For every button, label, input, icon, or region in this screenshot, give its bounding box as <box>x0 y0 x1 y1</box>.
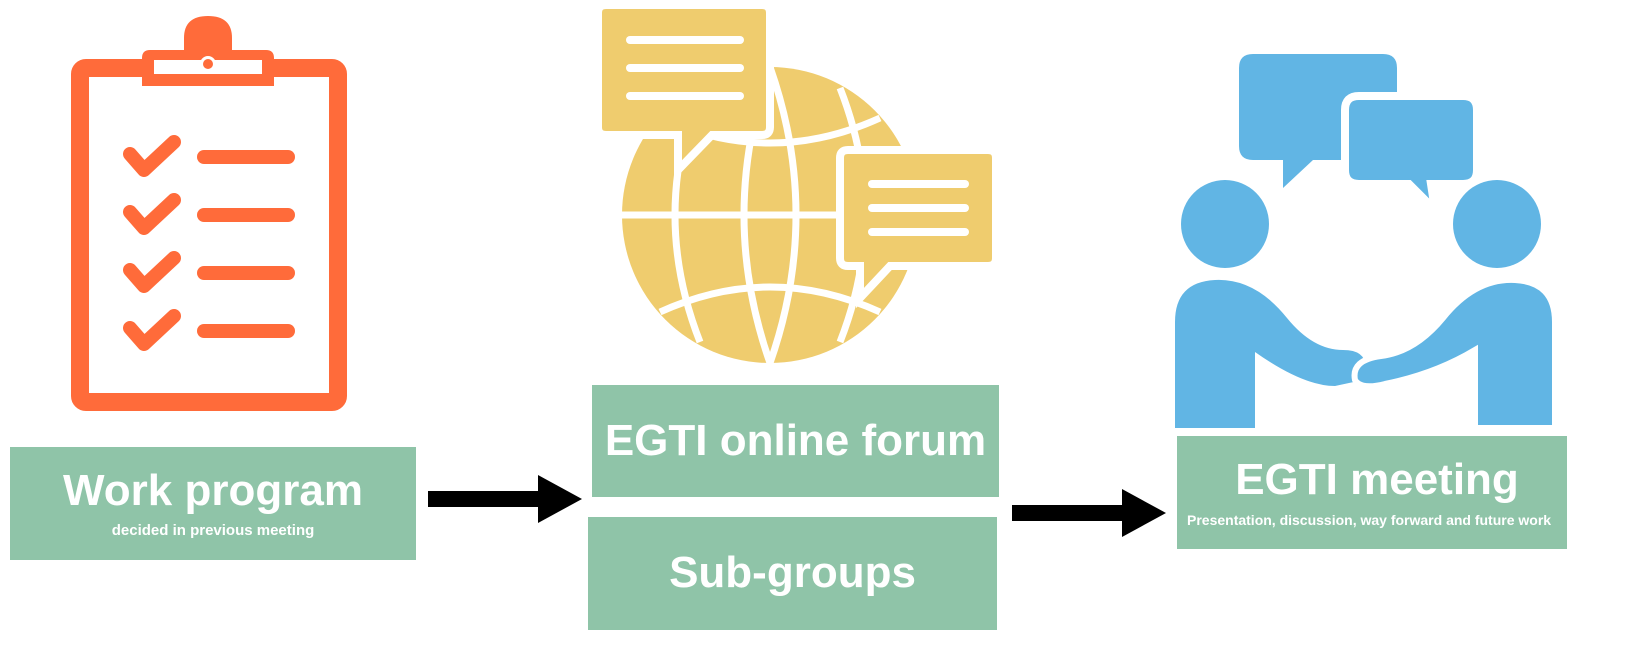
globe-chat-icon <box>594 1 1000 365</box>
online-forum-box: EGTI online forum <box>592 385 999 497</box>
work-program-subtitle: decided in previous meeting <box>111 522 315 540</box>
meeting-subtitle: Presentation, discussion, way forward an… <box>1187 511 1552 528</box>
meeting-title: EGTI meeting <box>1235 455 1519 505</box>
sub-groups-title: Sub-groups <box>669 548 916 598</box>
arrow-right-icon <box>1012 489 1166 537</box>
arrow-right-icon <box>428 475 582 523</box>
people-handshake-icon <box>1175 54 1555 428</box>
online-forum-title: EGTI online forum <box>604 415 987 465</box>
meeting-box: EGTI meeting Presentation, discussion, w… <box>1177 436 1567 549</box>
sub-groups-box: Sub-groups <box>588 517 997 630</box>
clipboard-checklist-icon <box>71 16 347 411</box>
work-program-box: Work program decided in previous meeting <box>10 447 416 560</box>
work-program-title: Work program <box>63 465 363 515</box>
